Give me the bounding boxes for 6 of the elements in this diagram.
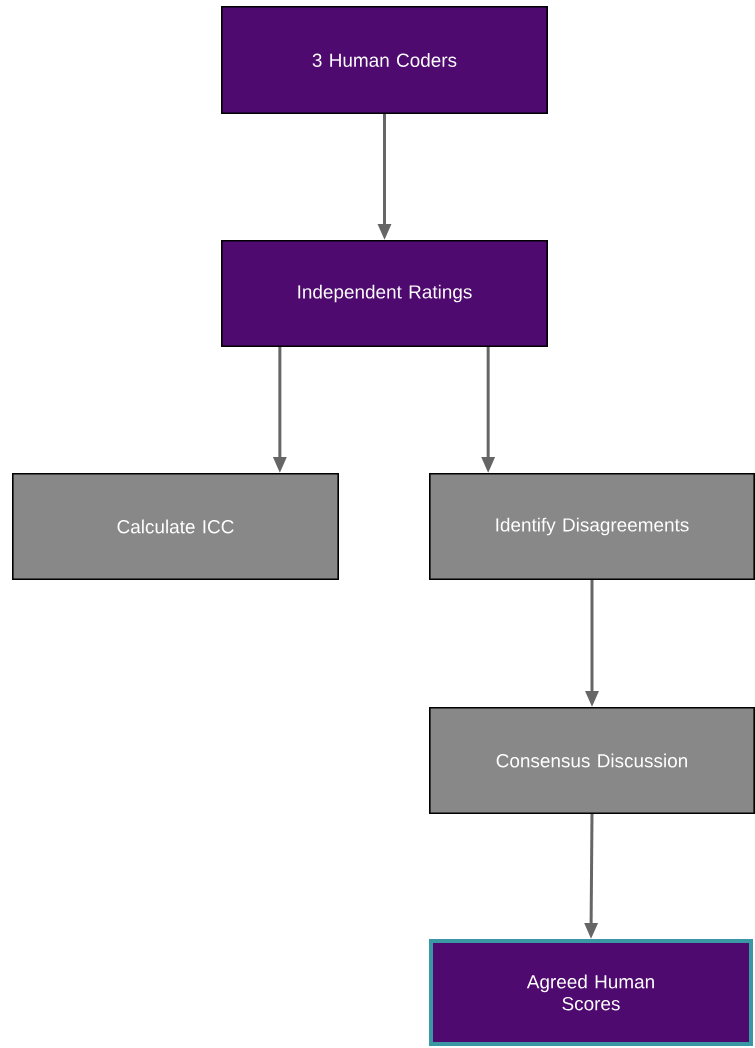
process-box: Identify Disagreements <box>429 473 755 580</box>
process-box: Independent Ratings <box>221 240 548 347</box>
process-box: Agreed Human Scores <box>429 939 753 1046</box>
process-box: Consensus Discussion <box>429 707 755 814</box>
process-box: Calculate ICC <box>12 473 339 580</box>
process-box: 3 Human Coders <box>221 6 548 114</box>
